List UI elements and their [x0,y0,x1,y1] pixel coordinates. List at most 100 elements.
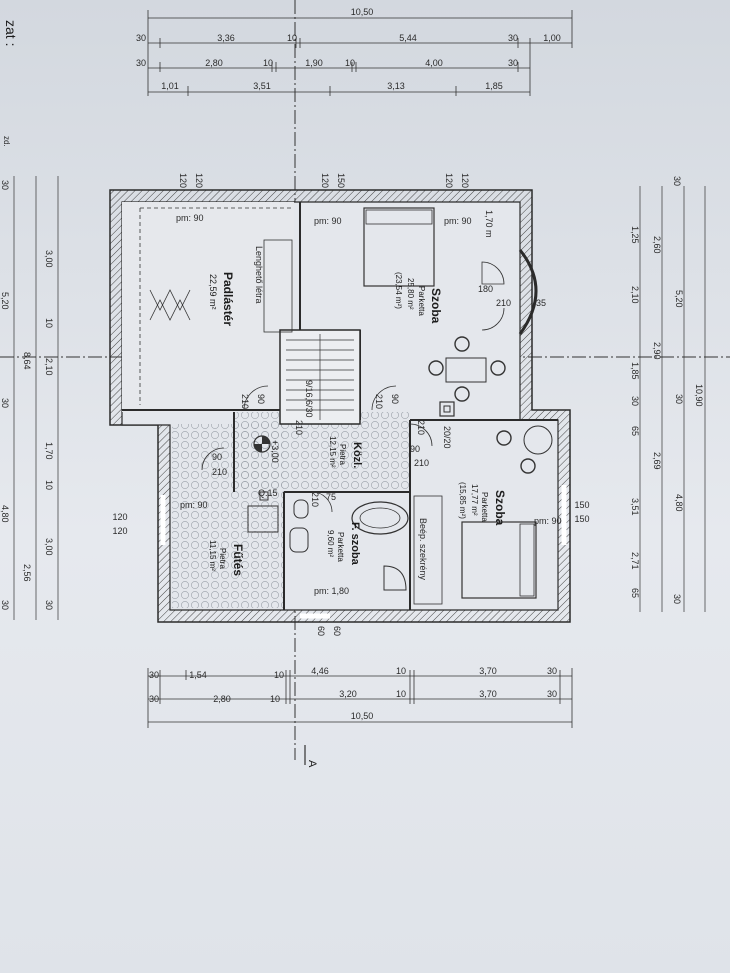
attic-details [139,207,294,405]
opening-3: 120 [320,173,330,188]
room-futes: Fűtés Pietra 11,15 m² [208,540,245,576]
room-floor: Parketta [336,532,345,562]
double-bed-2 [461,521,537,599]
dim-90-c: 90 [212,452,222,462]
pm-label-4: pm: 90 [534,516,562,526]
right-dim-7: 1,85 [630,362,640,380]
top-dim-total: 10,50 [351,7,374,17]
top-dim-r3-4: 1,90 [305,58,323,68]
left-dim-4: 10 [44,318,54,328]
top-dim-r4-2: 3,51 [253,81,271,91]
right-dim-2: 1,25 [630,226,640,244]
section-mark: A [306,760,318,768]
top-dim-r4-1: 1,01 [161,81,179,91]
opening-4: 150 [336,173,346,188]
dim-90-a: 90 [256,394,266,404]
dim-210-a: 210 [496,298,511,308]
opening-10: 150 [574,514,589,524]
corner-text-1: zat : [3,20,19,46]
dim-210-e: 210 [414,458,429,468]
top-dim-r2-5: 30 [508,33,518,43]
dim-210-c: 210 [374,394,384,409]
top-dimension-lines [147,10,573,96]
right-dim-3: 2,60 [652,236,662,254]
dim-35: 35 [536,298,546,308]
left-dim-3: 5,20 [0,292,10,310]
right-dim-12: 10,90 [694,384,704,407]
top-dim-r3-3: 10 [263,58,273,68]
bot-dim-r1-3: 10 [274,670,284,680]
top-dim-r2-1: 30 [136,33,146,43]
bot-dim-r1-5: 10 [396,666,406,676]
bot-dim-r2-1: 30 [149,694,159,704]
double-bed-1 [363,207,435,287]
desk [445,357,487,383]
right-dim-17: 30 [672,594,682,604]
room-floor: Pietra [338,444,347,465]
top-dim-r3-5: 10 [345,58,355,68]
top-dim-r3-7: 30 [508,58,518,68]
room-name: Fűtés [231,544,245,576]
bot-dim-r1-4: 4,46 [311,666,329,676]
bot-dim-r2-5: 10 [396,689,406,699]
stairs-label: 9/16,6/30 [304,380,314,418]
room-name: Szoba [493,490,507,526]
built-in-closet [413,495,443,605]
left-dim-9: 10 [44,480,54,490]
top-dim-r2-6: 1,00 [543,33,561,43]
dim-210-b: 210 [240,394,250,409]
opening-6: 120 [460,173,470,188]
left-dim-1: 30 [0,180,10,190]
left-dim-12: 2,56 [22,564,32,582]
top-dim-r3-1: 30 [136,58,146,68]
room-area: 25,80 m² [406,278,415,310]
right-dim-8: 30 [630,396,640,406]
room-floor: Parketta [480,492,489,522]
left-dim-13: 30 [0,600,10,610]
door-swings [201,261,505,513]
room-fszoba: F. szoba Parketta 9,60 m² [326,522,361,566]
right-dim-1: 30 [672,176,682,186]
room-name: F. szoba [349,522,361,566]
room-area: 17,77 m² [470,484,479,516]
right-dim-16: 65 [630,588,640,598]
ladder-label: Lenghető létra [254,246,264,304]
left-dimension-lines [13,176,59,620]
dim-210-g: 210 [294,420,304,435]
left-dim-2: 3,00 [44,250,54,268]
bot-dim-r2-4: 3,20 [339,689,357,699]
bot-dim-r1-1: 30 [149,670,159,680]
room-name: Közl. [351,442,363,468]
left-dim-14: 30 [44,600,54,610]
pm-label-1: pm: 90 [176,213,204,223]
right-dim-11: 2,69 [652,452,662,470]
opening-1: 120 [178,173,188,188]
dim-90-d: 90 [410,444,420,454]
bot-dim-r2-2: 2,80 [213,694,231,704]
right-dim-14: 3,51 [630,498,640,516]
top-dim-r4-3: 3,13 [387,81,405,91]
dim-75: 75 [326,492,336,502]
right-dim-4: 5,20 [674,290,684,308]
top-dim-r4-4: 1,85 [485,81,503,91]
top-dim-r2-3: 10 [287,33,297,43]
room-area-net: (23,54 m²) [394,272,403,309]
dim-20: 20/20 [442,426,452,449]
left-dim-11: 4,80 [0,505,10,523]
left-dim-6: 8,64 [22,352,32,370]
room-area: 11,15 m² [208,540,217,571]
pm-label-5: pm: 90 [180,500,208,510]
level-label: +3,00 [270,440,280,463]
left-dim-7: 30 [0,398,10,408]
dim-90-b: 90 [390,394,400,404]
right-dim-5: 2,10 [630,286,640,304]
room-name: Szoba [429,288,443,324]
right-dim-15: 2,71 [630,552,640,570]
pm-label-2: pm: 90 [314,216,342,226]
room-floor: Parketta [417,286,426,316]
room-area: 9,60 m² [326,530,335,557]
furniture [247,207,553,605]
room-szoba-1: Szoba Parketta 25,80 m² (23,54 m²) [394,272,443,324]
right-dim-9: 30 [674,394,684,404]
